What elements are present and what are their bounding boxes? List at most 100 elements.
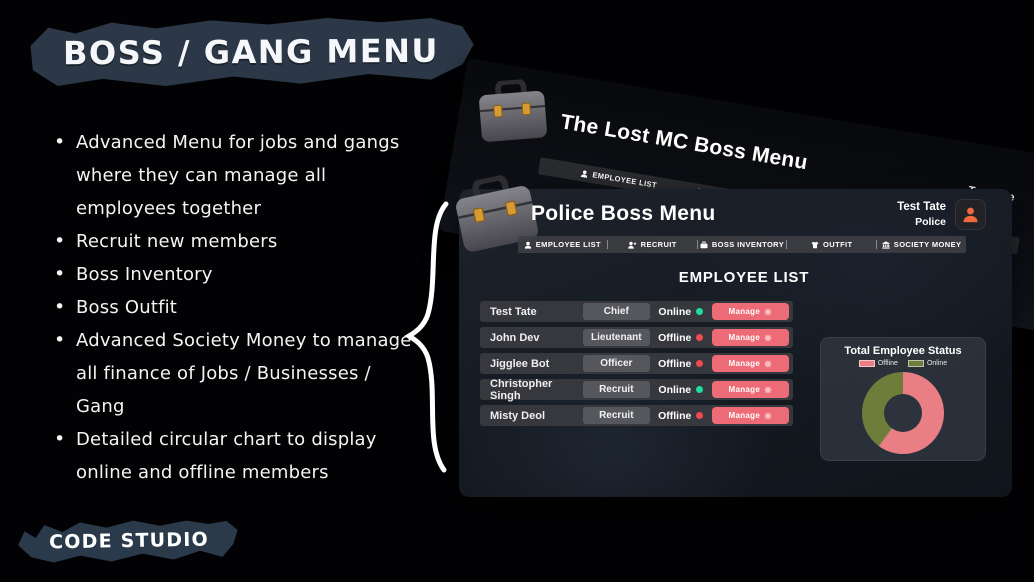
employee-status-label: Online <box>658 305 692 318</box>
tab-label: OUTFIT <box>823 240 853 249</box>
back-tab-employee-list[interactable]: EMPLOYEE LIST <box>538 157 700 200</box>
front-menu-tab-bar: EMPLOYEE LIST RECRUIT BOSS INVENTORY OUT… <box>518 236 966 253</box>
manage-button[interactable]: Manage <box>711 303 789 320</box>
employee-name: John Dev <box>490 331 540 344</box>
employee-status: Online <box>650 384 712 396</box>
feature-item: Boss Outfit <box>52 291 424 324</box>
manage-label: Manage <box>728 333 761 342</box>
employee-status-label: Offline <box>658 331 692 344</box>
back-boss-menu-window: The Lost MC Boss Menu Test Tate EMPLOYEE… <box>439 58 1034 338</box>
employee-status: Offline <box>650 358 712 370</box>
employee-grade-badge: Chief <box>582 303 650 320</box>
briefcase-icon <box>700 240 708 248</box>
employee-grade-badge: Lieutenant <box>582 329 650 346</box>
employee-status-label: Offline <box>658 409 692 422</box>
status-dot <box>696 334 704 341</box>
feature-item: Detailed circular chart to display onlin… <box>52 423 424 489</box>
employee-status-card: Total Employee Status Offline Online <box>820 337 986 461</box>
employee-name: Christopher Singh <box>490 377 553 402</box>
curly-brace-decoration <box>404 201 449 473</box>
person-icon <box>580 170 588 178</box>
employee-grade-badge: Officer <box>582 355 650 372</box>
tab-separator <box>876 240 878 249</box>
employee-list: Test Tate Chief Online Manage John Dev L… <box>480 301 793 431</box>
tab-label: EMPLOYEE LIST <box>591 170 658 190</box>
status-dot <box>696 308 704 315</box>
feature-item: Recruit new members <box>52 225 424 258</box>
tab-employee-list[interactable]: EMPLOYEE LIST <box>518 236 607 253</box>
manage-button[interactable]: Manage <box>711 329 789 346</box>
person-icon <box>963 207 978 223</box>
employee-row: Misty Deol Recruit Offline Manage <box>480 405 793 426</box>
employee-status-donut <box>862 372 944 454</box>
front-menu-title: Police Boss Menu <box>531 202 716 225</box>
employee-status: Online <box>650 306 712 318</box>
tab-label: SOCIETY MONEY <box>893 240 962 249</box>
employee-row: John Dev Lieutenant Offline Manage <box>480 327 793 348</box>
manage-label: Manage <box>728 359 761 368</box>
person-icon <box>524 241 531 249</box>
gear-icon <box>764 308 772 315</box>
manage-button[interactable]: Manage <box>711 355 789 372</box>
police-boss-menu-window: Police Boss Menu Test Tate Police EMPLOY… <box>456 174 1012 497</box>
legend-label-online: Online <box>926 360 948 367</box>
tab-boss-inventory[interactable]: BOSS INVENTORY <box>698 236 787 253</box>
employee-status-label: Online <box>658 383 692 396</box>
employee-status: Offline <box>650 410 712 422</box>
tab-recruit[interactable]: RECRUIT <box>608 236 697 253</box>
employee-status-label: Offline <box>658 357 692 370</box>
tab-separator <box>786 240 788 249</box>
back-menu-title: The Lost MC Boss Menu <box>558 110 810 175</box>
tab-separator <box>696 240 698 249</box>
section-title: EMPLOYEE LIST <box>678 269 810 286</box>
status-dot <box>696 412 704 419</box>
gear-icon <box>764 360 772 367</box>
gear-icon <box>764 412 772 419</box>
page-title: BOSS / GANG MENU <box>62 31 440 73</box>
tab-label: EMPLOYEE LIST <box>535 240 601 249</box>
status-dot <box>696 386 704 393</box>
manage-button[interactable]: Manage <box>711 381 789 398</box>
feature-item: Boss Inventory <box>52 258 424 291</box>
chart-legend: Offline Online <box>821 360 985 367</box>
tab-separator <box>606 240 608 249</box>
tab-society-money[interactable]: SOCIETY MONEY <box>877 236 966 253</box>
employee-name: Misty Deol <box>490 409 546 422</box>
manage-button[interactable]: Manage <box>711 407 789 424</box>
legend-item-offline: Offline <box>858 360 898 367</box>
footer-brand: CODE STUDIO <box>48 528 210 554</box>
gear-icon <box>764 334 772 341</box>
manage-label: Manage <box>728 307 761 316</box>
page-title-banner: BOSS / GANG MENU <box>26 12 477 91</box>
avatar <box>955 199 986 230</box>
legend-swatch-online <box>907 360 924 367</box>
employee-row: Jigglee Bot Officer Offline Manage <box>480 353 793 374</box>
feature-item: Advanced Society Money to manage all fin… <box>52 324 424 423</box>
feature-item: Advanced Menu for jobs and gangs where t… <box>52 126 424 225</box>
employee-name: Test Tate <box>490 305 537 318</box>
briefcase-icon <box>479 78 547 142</box>
bank-icon <box>882 240 890 249</box>
briefcase-icon <box>456 174 538 252</box>
manage-label: Manage <box>728 385 761 394</box>
user-info: Test Tate Police <box>897 200 946 230</box>
employee-row: Christopher Singh Recruit Online Manage <box>480 377 793 402</box>
user-name: Test Tate <box>897 201 946 213</box>
tab-label: RECRUIT <box>640 240 677 249</box>
legend-swatch-offline <box>858 360 875 367</box>
footer-brand-banner: CODE STUDIO <box>18 516 241 566</box>
manage-label: Manage <box>728 411 761 420</box>
user-job: Police <box>915 216 946 228</box>
employee-row: Test Tate Chief Online Manage <box>480 301 793 322</box>
gear-icon <box>764 386 772 393</box>
chart-title: Total Employee Status <box>844 345 962 357</box>
shirt-icon <box>811 241 819 248</box>
person-plus-icon <box>627 241 636 249</box>
status-dot <box>696 360 704 367</box>
employee-status: Offline <box>650 332 712 344</box>
employee-grade-badge: Recruit <box>582 381 650 398</box>
employee-name: Jigglee Bot <box>490 357 550 370</box>
tab-outfit[interactable]: OUTFIT <box>787 236 876 253</box>
tab-label: BOSS INVENTORY <box>711 240 785 249</box>
feature-list: Advanced Menu for jobs and gangs where t… <box>52 126 424 489</box>
